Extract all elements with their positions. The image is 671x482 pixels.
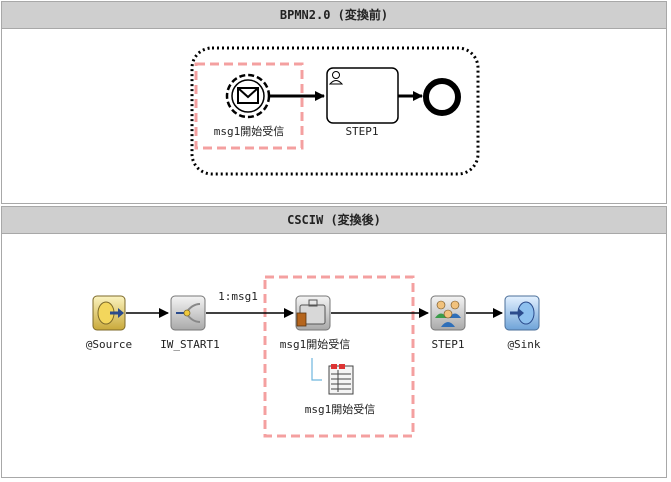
task-label: STEP1 bbox=[345, 125, 378, 138]
csciw-panel: CSCIW (変換後) bbox=[1, 206, 667, 478]
receive-label: msg1開始受信 bbox=[280, 337, 351, 351]
users-icon bbox=[435, 300, 461, 327]
sink-label: @Sink bbox=[507, 338, 540, 351]
bpmn-panel-title: BPMN2.0 (変換前) bbox=[2, 2, 666, 29]
highlight-box-csciw bbox=[263, 275, 415, 438]
sink-icon bbox=[510, 301, 535, 325]
highlight-box-bpmn bbox=[194, 62, 304, 150]
end-event[interactable] bbox=[423, 78, 461, 116]
start-event-label: msg1開始受信 bbox=[214, 124, 285, 138]
receive-node[interactable] bbox=[295, 295, 331, 331]
source-node[interactable] bbox=[92, 295, 126, 331]
iw-start-label: IW_START1 bbox=[160, 338, 220, 351]
envelope-icon bbox=[237, 87, 259, 104]
branch-icon bbox=[176, 303, 201, 323]
sink-node[interactable] bbox=[504, 295, 540, 331]
subprocess-boundary bbox=[190, 46, 480, 176]
document-node[interactable] bbox=[325, 361, 361, 397]
document-label: msg1開始受信 bbox=[305, 402, 376, 416]
source-icon bbox=[97, 301, 124, 325]
user-task[interactable] bbox=[326, 67, 399, 124]
table-document-icon bbox=[328, 364, 354, 395]
csciw-panel-title: CSCIW (変換後) bbox=[2, 207, 666, 234]
step-label: STEP1 bbox=[431, 338, 464, 351]
iw-start-node[interactable] bbox=[170, 295, 206, 331]
edge-label: 1:msg1 bbox=[218, 290, 258, 303]
message-start-event[interactable] bbox=[225, 73, 271, 119]
bpmn-panel: BPMN2.0 (変換前) bbox=[1, 1, 667, 204]
document-connector bbox=[311, 358, 322, 381]
user-icon bbox=[328, 71, 344, 85]
briefcase-icon bbox=[296, 299, 326, 327]
source-label: @Source bbox=[86, 338, 132, 351]
step-node[interactable] bbox=[430, 295, 466, 331]
